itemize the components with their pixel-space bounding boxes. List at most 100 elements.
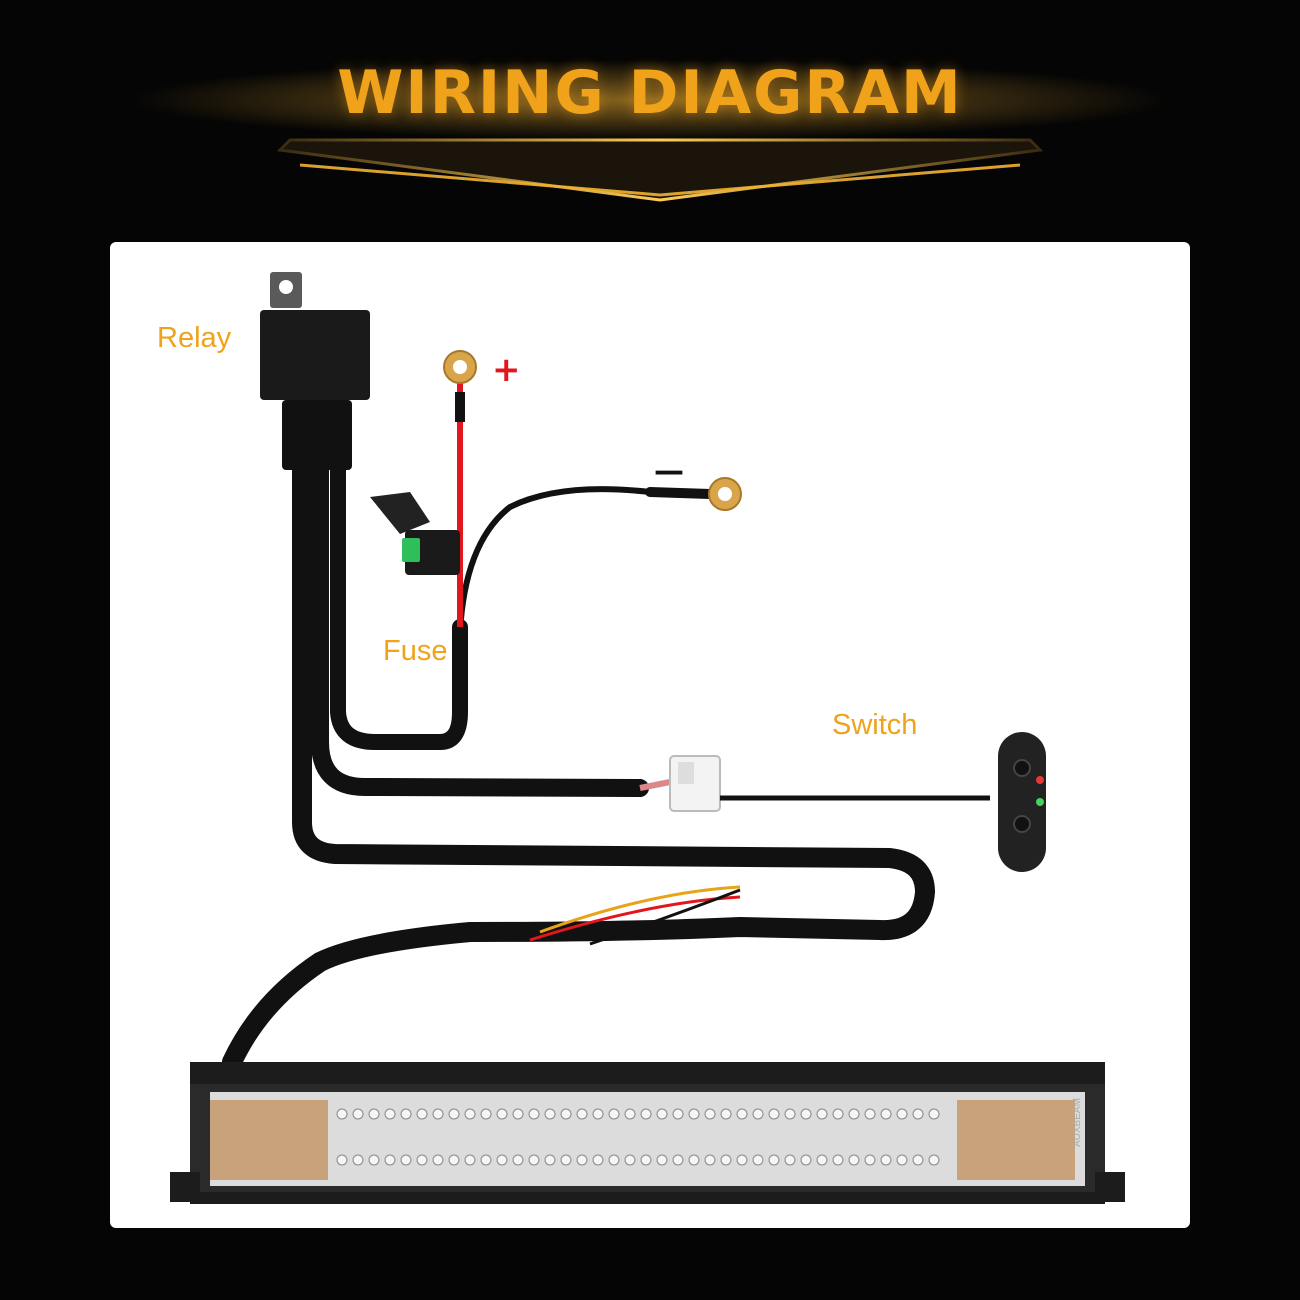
led-dot [816,1154,828,1166]
led-dot [528,1154,540,1166]
led-dot [512,1154,524,1166]
led-dot [688,1108,700,1120]
led-light-bar: AUXBEAM [170,1062,1125,1204]
led-dot [912,1108,924,1120]
connector-latch [678,762,694,784]
lightbar-left-flood [210,1100,328,1180]
led-dot [656,1154,668,1166]
led-dot [640,1108,652,1120]
led-dot [848,1154,860,1166]
led-dot [368,1108,380,1120]
switch-button-on [1013,759,1031,777]
led-dot [784,1154,796,1166]
negative-ring-hole [718,487,732,501]
diagram-panel: AUXBEAM Relay Fuse Switch + — [110,242,1190,1228]
led-dot [592,1154,604,1166]
led-dot [336,1154,348,1166]
right-mount-bracket [1095,1172,1125,1202]
switch-body [998,732,1046,872]
page-title: WIRING DIAGRAM [337,58,963,128]
led-dot [752,1154,764,1166]
led-dot [832,1108,844,1120]
led-dot [816,1108,828,1120]
led-dot [624,1108,636,1120]
relay-socket [282,400,352,470]
led-dot [784,1108,796,1120]
led-dot [864,1154,876,1166]
led-dot [768,1154,780,1166]
led-dot [896,1108,908,1120]
led-dot [592,1108,604,1120]
led-dot [880,1154,892,1166]
led-dot [656,1108,668,1120]
connector-wires [639,779,671,791]
chevron-bar [276,138,1044,202]
led-dot [432,1154,444,1166]
switch-button-off [1013,815,1031,833]
led-dot [928,1108,940,1120]
led-dot [544,1108,556,1120]
harness-cables [222,452,935,1072]
relay [260,272,370,470]
led-dot [688,1154,700,1166]
led-dot [736,1108,748,1120]
yellow-wire [539,885,741,934]
switch-cable [311,453,649,797]
header-banner [0,0,1300,240]
ground-heatshrink [645,487,715,499]
relay-body [260,310,370,400]
led-dot [368,1154,380,1166]
led-dot [480,1154,492,1166]
led-dot [576,1108,588,1120]
led-dot [720,1154,732,1166]
lightbar-right-flood [957,1100,1075,1180]
header-decoration [130,60,1170,202]
led-dot [336,1108,348,1120]
fuse-label: Fuse [383,635,448,667]
switch-led-green [1036,798,1044,806]
led-dot [464,1108,476,1120]
led-dot [448,1154,460,1166]
black-wire [589,888,741,946]
led-dot [880,1108,892,1120]
led-dot [432,1108,444,1120]
led-dot [624,1154,636,1166]
led-dot [864,1108,876,1120]
lightbar-top-rail [190,1062,1105,1084]
led-dot [528,1108,540,1120]
connector-housing [669,755,721,812]
switch-led-red [1036,776,1044,784]
led-dot [400,1108,412,1120]
led-dot [384,1108,396,1120]
led-dot [400,1154,412,1166]
led-dot [704,1154,716,1166]
led-dot [912,1154,924,1166]
fuse-blade [402,538,420,562]
negative-sign: — [654,454,684,489]
relay-mount-hole [279,280,293,294]
led-dot [416,1108,428,1120]
led-dot [752,1108,764,1120]
lightbar-bottom-rail [190,1192,1105,1204]
positive-sign: + [492,350,521,390]
led-dot [448,1108,460,1120]
led-dot [496,1108,508,1120]
led-dot [576,1154,588,1166]
led-dot [352,1154,364,1166]
led-dot [544,1154,556,1166]
led-dot [480,1108,492,1120]
title-glow [130,60,1170,140]
led-dot [464,1154,476,1166]
led-dot [512,1108,524,1120]
switch-connector [639,755,990,812]
led-dot [352,1108,364,1120]
led-dot [416,1154,428,1166]
led-dot [896,1154,908,1166]
lightbar-brand: AUXBEAM [1072,1098,1083,1147]
fuse-cap [370,492,430,534]
led-dot [608,1108,620,1120]
led-dot [800,1154,812,1166]
led-dot [832,1154,844,1166]
led-dot [640,1154,652,1166]
led-dot [704,1108,716,1120]
